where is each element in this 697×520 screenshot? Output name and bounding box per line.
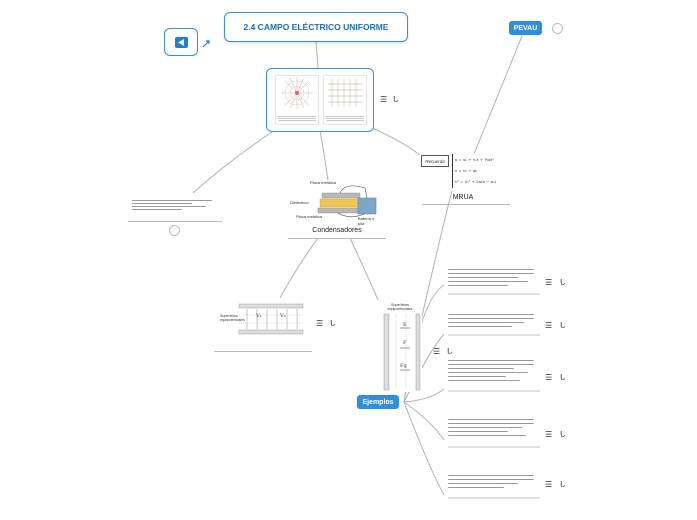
mrua-eq-velocity: v = v₀ + at [455,168,477,173]
menu-icon[interactable]: ☰ [545,278,553,287]
back-icon [174,36,188,48]
left-collapsed-count[interactable] [169,225,180,236]
menu-icon[interactable]: ☰ [380,95,388,104]
capacitor-right-label: Batería o pila [358,216,375,226]
menu-icon[interactable]: ☰ [545,480,553,489]
left-node-underline [128,221,222,222]
uniform-field-underline [214,351,312,352]
link-icon[interactable]: ᒐ [560,278,566,287]
condensadores-underline [288,238,386,239]
pevau-label: PEVAU [513,24,538,32]
capacitor-left-label: Dieléctrico [290,200,309,205]
link-icon[interactable]: ᒐ [560,480,566,489]
example-problem-3[interactable] [448,357,534,389]
link-icon[interactable]: ᒐ [393,95,399,104]
potential-v1: V₁ [256,313,262,319]
condensadores-label[interactable]: Condensadores [312,227,362,234]
mrua-image[interactable]: Recuerda x = x₀ + v₀t + ½at² v = v₀ + at… [420,153,506,191]
example-problem-1[interactable] [448,266,534,294]
menu-icon[interactable]: ☰ [545,321,553,330]
mrua-box-title: Recuerda [421,155,449,167]
ejemplos-label: Ejemplos [362,398,394,406]
link-icon[interactable]: ᒐ [560,430,566,439]
ejemplos-image[interactable]: Superficies equipotenciales E F Fq [378,302,422,392]
capacitor-top-label: Placa metálica [310,180,337,185]
capacitor-image[interactable]: Placa metálica Dieléctrico Placa metálic… [290,178,380,226]
uniform-field-thumbnail [323,75,367,125]
force-fq-label: Fq [400,363,407,369]
equipotential-label: Superficies equipotenciales [220,314,245,322]
back-button[interactable] [164,28,198,56]
link-icon[interactable] [201,36,211,54]
ejemplos-tag[interactable]: Ejemplos [357,395,399,409]
left-text-node[interactable] [130,196,218,216]
example-problem-5[interactable] [448,472,534,496]
mrua-eq-timeless: v² = v₀² + 2a(x − x₀) [455,179,497,184]
uniform-field-image[interactable]: Superficies equipotenciales V₁ V₂ [219,300,305,338]
link-icon[interactable]: ᒐ [447,347,453,356]
example-problem-4[interactable] [448,416,534,446]
pevau-tag[interactable]: PEVAU [509,21,542,35]
mrua-eq-position: x = x₀ + v₀t + ½at² [455,157,494,162]
menu-icon[interactable]: ☰ [545,430,553,439]
menu-icon[interactable]: ☰ [316,319,324,328]
potential-v2: V₂ [280,313,286,319]
central-image-node[interactable] [266,68,374,132]
link-icon[interactable]: ᒐ [330,319,336,328]
menu-icon[interactable]: ☰ [545,373,553,382]
force-f-label: F [403,340,407,346]
link-icon[interactable]: ᒐ [560,321,566,330]
menu-icon[interactable]: ☰ [433,347,441,356]
root-title-node[interactable]: 2.4 CAMPO ELÉCTRICO UNIFORME [224,12,408,42]
ejemplos-image-title: Superficies equipotenciales [387,303,413,311]
mrua-underline [422,204,510,205]
field-e-label: E [403,322,407,328]
field-lines-thumbnail [275,75,319,125]
link-icon[interactable]: ᒐ [560,373,566,382]
pevau-collapsed-count[interactable] [552,23,563,34]
example-problem-2[interactable] [448,311,534,333]
mrua-label[interactable]: MRUA [452,194,474,201]
page-title: 2.4 CAMPO ELÉCTRICO UNIFORME [243,22,389,32]
capacitor-bottom-label: Placa metálica [296,214,323,219]
